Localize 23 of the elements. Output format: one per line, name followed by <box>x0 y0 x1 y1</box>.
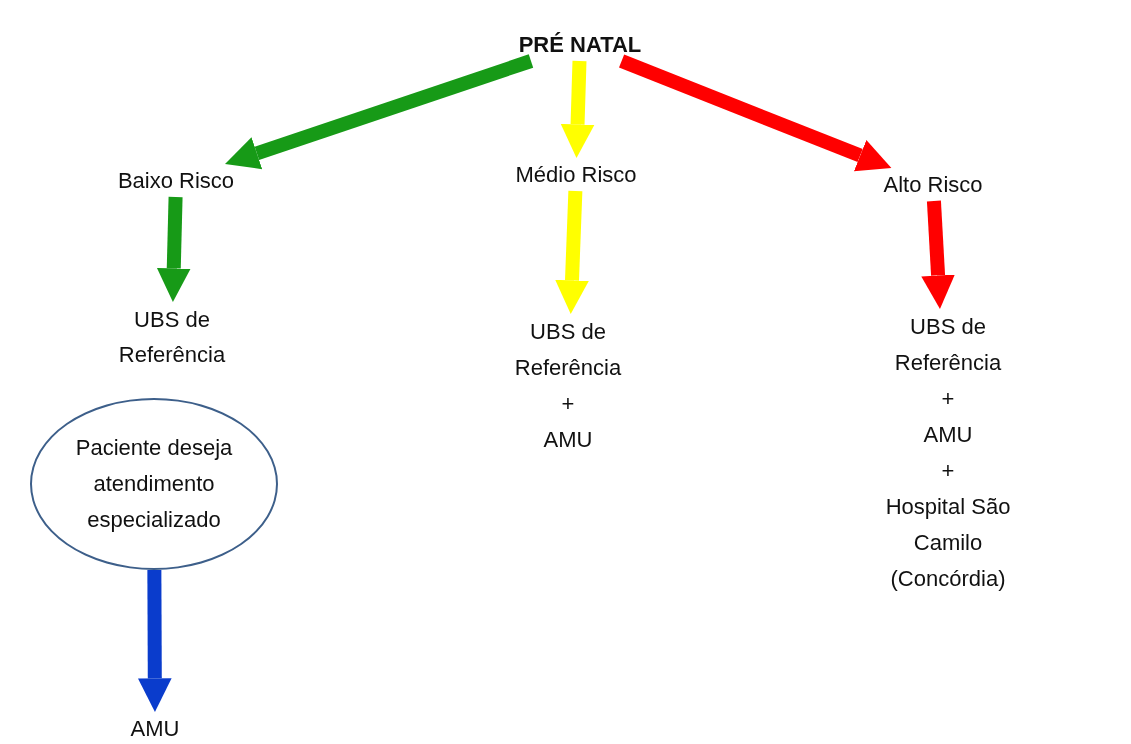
block-arrow <box>225 54 534 170</box>
node-text: PRÉ NATAL <box>500 28 660 61</box>
node-text: Baixo Risco <box>86 164 266 197</box>
node-text: AMU <box>100 712 210 744</box>
node-text: Hospital São Camilo (Concórdia) <box>884 493 1012 593</box>
node-text: + <box>561 390 575 418</box>
node-text: + <box>941 385 955 413</box>
node-text: UBS de Referência <box>92 302 252 372</box>
node-text: AMU <box>923 421 973 449</box>
node-text: UBS de Referência <box>893 313 1003 377</box>
block-arrow <box>138 569 172 712</box>
node-text: Médio Risco <box>486 158 666 191</box>
block-arrow <box>619 54 892 172</box>
oval-outline <box>30 398 278 570</box>
node-text: + <box>941 457 955 485</box>
node-text: AMU <box>543 426 593 454</box>
block-arrow <box>921 200 955 309</box>
node-text: Paciente deseja atendimento especializado <box>74 434 234 534</box>
block-arrow <box>560 60 595 158</box>
node-text: UBS de Referência <box>513 318 623 382</box>
block-arrow <box>555 190 589 314</box>
block-arrow <box>156 196 191 302</box>
node-text: Alto Risco <box>843 168 1023 201</box>
